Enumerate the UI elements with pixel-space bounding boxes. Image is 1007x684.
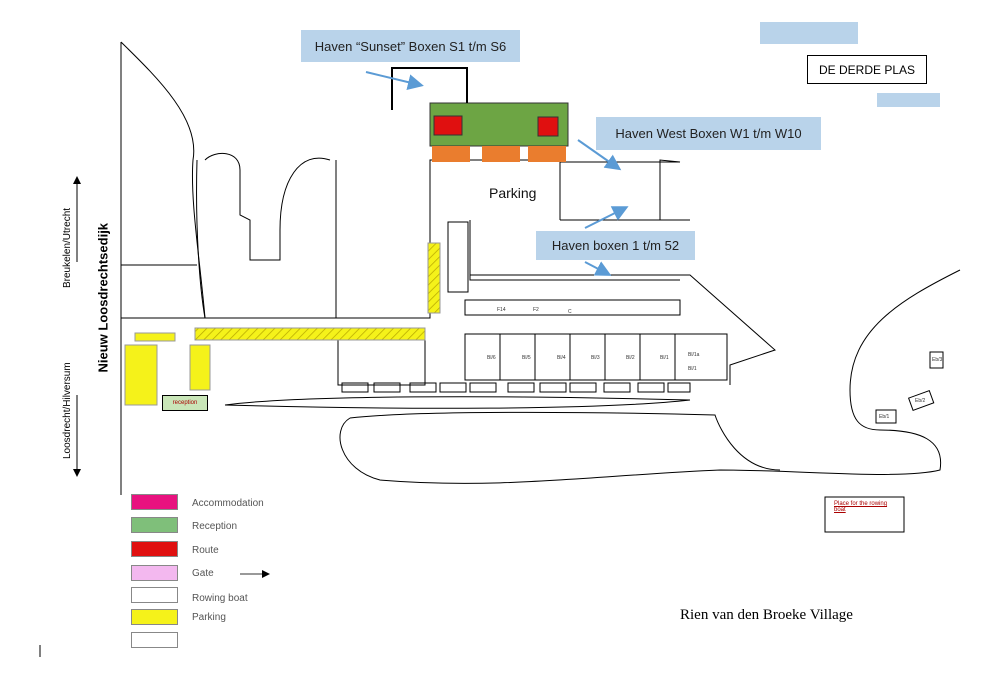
unit-label: Bl/1 — [660, 355, 669, 361]
unit-label: Bl/2 — [626, 355, 635, 361]
label-parking: Parking — [489, 185, 537, 201]
label-road: Nieuw Loosdrechtsedijk — [95, 222, 111, 373]
unit-eb2 — [907, 389, 935, 411]
parking-strip-vertical — [427, 242, 441, 314]
legend-label: Reception — [192, 521, 238, 532]
legend-swatch-rowing-boat — [131, 587, 178, 603]
unit-label: Bl/3 — [591, 355, 600, 361]
legend-swatch-route — [131, 541, 178, 557]
village-title: Rien van den Broeke Village — [680, 607, 853, 623]
water — [760, 22, 858, 44]
building — [432, 146, 470, 162]
legend-label: Route — [192, 545, 219, 556]
unit-eb1 — [875, 409, 897, 424]
unit-eb3 — [929, 351, 944, 369]
unit-label: Bl/1a — [688, 352, 700, 358]
shed-label: F14 — [497, 307, 506, 313]
label-breukelen: Breukelen/Utrecht — [62, 207, 73, 288]
building — [528, 146, 566, 162]
label-derde-plas: DE DERDE PLAS — [807, 55, 927, 84]
rowing-boat-place — [824, 496, 905, 533]
legend-label: Parking — [192, 612, 226, 623]
parking-area — [189, 344, 211, 391]
legend-label: Rowing boat — [192, 593, 248, 604]
parking-area — [124, 344, 158, 406]
legend-swatch-accommodation — [131, 494, 178, 510]
rowing-place-label: Place for the rowing boat — [834, 501, 888, 513]
unit-label: Eb/1 — [879, 414, 890, 420]
reception-label: reception — [162, 395, 208, 411]
water — [877, 93, 940, 107]
shed-label: C — [568, 309, 572, 315]
unit-label: Bl/1 — [688, 366, 697, 372]
unit-label: Bl/6 — [487, 355, 496, 361]
unit-label: Bl/5 — [522, 355, 531, 361]
label-harbor-boxes: Haven boxen 1 t/m 52 — [536, 231, 695, 260]
label-sunset-harbor: Haven “Sunset” Boxen S1 t/m S6 — [301, 30, 520, 62]
legend-swatch-parking — [131, 609, 178, 625]
legend-swatch-reception — [131, 517, 178, 533]
route-marker — [537, 116, 559, 137]
legend-swatch-gate — [131, 565, 178, 581]
unit-label: Bl/4 — [557, 355, 566, 361]
legend-label: Accommodation — [192, 498, 264, 509]
legend-label: Gate — [192, 568, 214, 579]
parking-area — [134, 332, 176, 342]
arrows — [365, 71, 629, 276]
building — [482, 146, 520, 162]
label-west-harbor: Haven West Boxen W1 t/m W10 — [596, 117, 821, 150]
shed-label: F2 — [533, 307, 539, 313]
label-loosdrecht: Loosdrecht/Hilversum — [62, 362, 73, 459]
parking-strip — [194, 327, 426, 341]
unit-label: Eb/2 — [915, 398, 926, 404]
legend-swatch-blank — [131, 632, 178, 648]
route-marker — [433, 115, 463, 136]
sunset-pier — [391, 67, 468, 110]
unit-label: Eb/3 — [932, 357, 943, 363]
